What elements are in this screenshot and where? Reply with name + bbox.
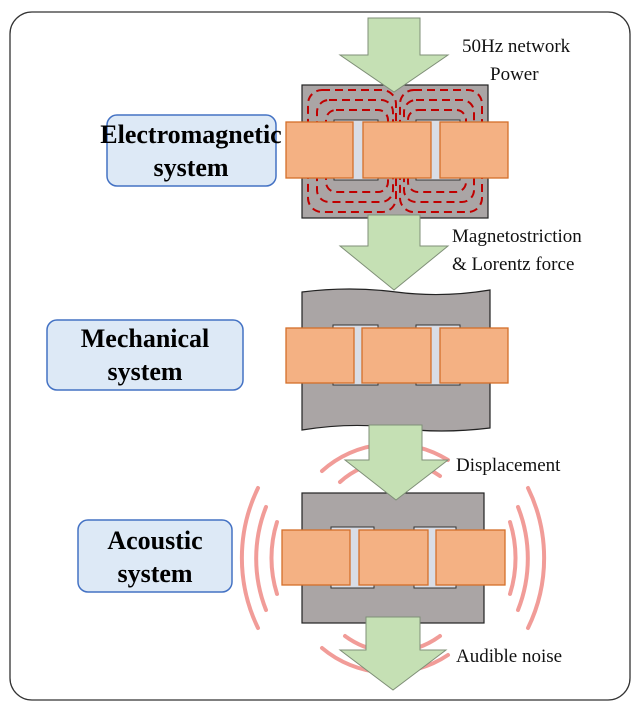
label-network-line1: 50Hz network (462, 36, 571, 57)
coil (439, 327, 509, 384)
svg-text:Acoustic: Acoustic (107, 526, 202, 555)
arrow-forces (338, 214, 450, 291)
mechanical-core (285, 288, 509, 432)
label-displacement: Displacement (456, 455, 561, 476)
electromagnetic-core (285, 84, 509, 219)
svg-text:Mechanical: Mechanical (81, 324, 210, 353)
svg-text:system: system (107, 357, 182, 386)
label-audible-noise: Audible noise (456, 646, 562, 667)
stage-mechanical: Mechanical system (46, 319, 244, 391)
label-network-line2: Power (490, 64, 539, 85)
label-forces-line2: & Lorentz force (452, 254, 574, 275)
arrow-power-input (338, 17, 450, 93)
coil (361, 327, 432, 384)
label-forces-line1: Magnetostriction (452, 226, 582, 247)
coil (439, 121, 509, 179)
coil (281, 529, 351, 586)
svg-text:system: system (153, 153, 228, 182)
coil (358, 529, 429, 586)
svg-text:Electromagnetic: Electromagnetic (100, 120, 281, 149)
coil (435, 529, 506, 586)
coil (362, 121, 432, 179)
acoustic-core (281, 492, 506, 624)
arrow-displacement (343, 424, 450, 501)
arrow-audible-noise (338, 616, 448, 691)
stage-acoustic: Acoustic system (77, 519, 233, 593)
coil (285, 121, 354, 179)
svg-text:system: system (117, 559, 192, 588)
stage-electromagnetic: Electromagnetic system (100, 114, 282, 187)
coil (285, 327, 355, 384)
